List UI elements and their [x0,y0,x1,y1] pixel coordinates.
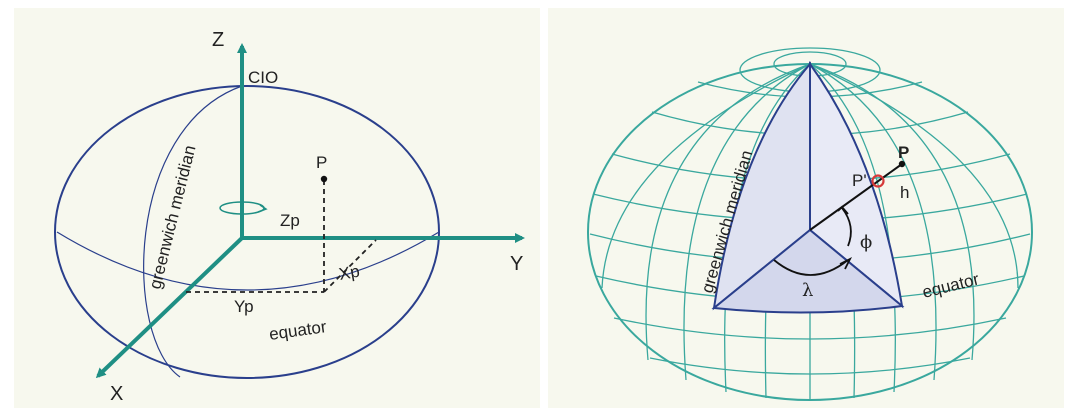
point-p-label: P [898,143,909,162]
equator-label: equator [268,317,328,344]
cartesian-coordinates-figure: Z Y X CIO P Zp Yp Xp equator greenwich m… [14,8,540,408]
longitude-arc [773,259,849,276]
normal-line [809,163,903,231]
cutaway-wedge [712,61,811,311]
latitude-label: ϕ [860,232,872,253]
cartesian-diagram: Z Y X CIO P Zp Yp Xp equator greenwich m… [54,29,525,405]
longitude-label: λ [802,280,813,301]
xp-label: Xp [337,262,361,284]
point-p-marker [320,175,328,183]
point-p-marker [898,160,906,168]
geodetic-coordinates-figure: P P' h λ ϕ equator greenwich meridian [548,8,1064,408]
point-p-label: P [316,153,327,172]
cutaway-equator-plane [711,228,905,314]
point-p-prime-marker [871,174,885,188]
height-label: h [900,183,909,202]
rotation-arrow-icon [219,201,268,215]
greenwich-meridian-label: greenwich meridian [145,143,199,291]
geodetic-diagram: P P' h λ ϕ equator greenwich meridian [587,47,1033,401]
longitude-arrow-icon [839,256,853,270]
equator-line [56,231,440,291]
equator-label: equator [920,269,981,301]
yp-label: Yp [234,297,254,316]
cio-label: CIO [248,68,278,87]
z-axis-label: Z [212,29,224,51]
zp-label: Zp [280,211,300,230]
latitude-arc [841,207,852,247]
y-axis-label: Y [510,253,523,275]
x-axis-line [95,236,244,379]
xp-dashed-line [323,239,377,293]
greenwich-meridian-line [143,85,243,378]
x-axis-label: X [110,383,123,405]
ellipsoid-outline [54,85,440,379]
point-p-prime-label: P' [852,171,867,190]
latitude-arrow-icon [837,205,849,215]
